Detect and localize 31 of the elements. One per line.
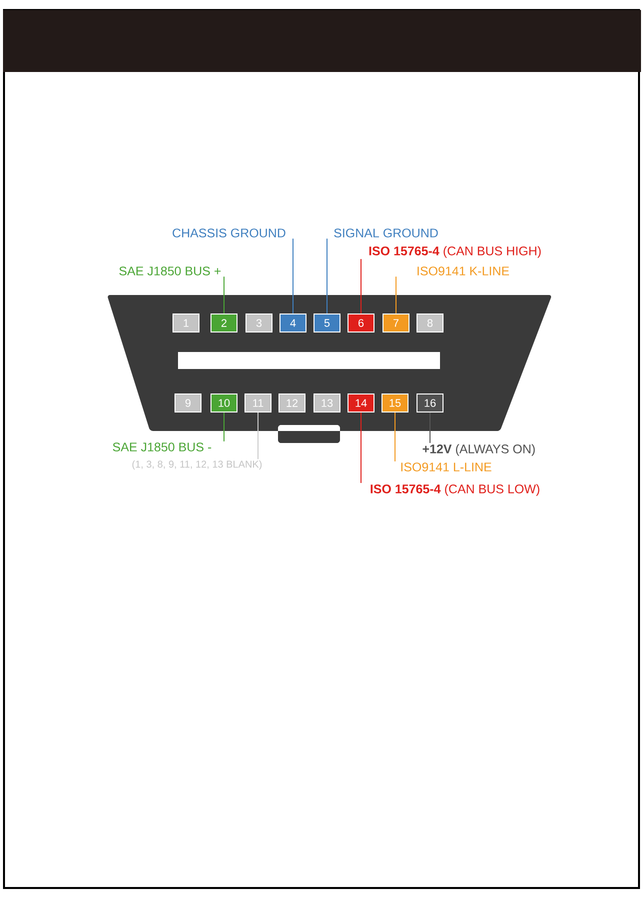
pin-box: 9: [174, 394, 202, 412]
pin-box: 5: [314, 314, 340, 332]
leader-line: [360, 412, 362, 484]
pin-box: 15: [382, 394, 408, 412]
leader-line: [360, 258, 362, 314]
pin-box: 2: [210, 314, 238, 332]
pin-box: 4: [280, 314, 306, 332]
pin-label: ISO9141 K-LINE: [418, 266, 509, 276]
pin-label: ISO9141 L-LINE: [401, 462, 492, 472]
pin-box: 11: [244, 394, 272, 412]
pin-label: SAE J1850 BUS +: [119, 266, 221, 276]
pin-box: 10: [210, 394, 238, 412]
leader-line: [394, 412, 396, 462]
leader-line: [326, 238, 328, 314]
pin-box: 16: [416, 394, 444, 412]
pin-box: 6: [348, 314, 374, 332]
pin-box: 1: [172, 314, 200, 332]
pin-label: +12V (ALWAYS ON): [422, 444, 535, 456]
pin-box: 8: [416, 314, 444, 332]
pin-box: 12: [278, 394, 306, 412]
pin-label: (1, 3, 8, 9, 11, 12, 13 BLANK): [132, 460, 262, 470]
pin-box: 13: [314, 394, 340, 412]
pin-box: 14: [348, 394, 374, 412]
pin-box: 7: [382, 314, 410, 332]
pin-label: SAE J1850 BUS -: [112, 442, 212, 452]
pin-box: 3: [246, 314, 272, 332]
pin-label: ISO 15765-4 (CAN BUS HIGH): [369, 246, 541, 258]
pin-label: CHASSIS GROUND: [172, 228, 286, 238]
pin-label: SIGNAL GROUND: [334, 228, 438, 238]
leader-line: [292, 238, 294, 314]
pin-label: ISO 15765-4 (CAN BUS LOW): [370, 484, 540, 496]
